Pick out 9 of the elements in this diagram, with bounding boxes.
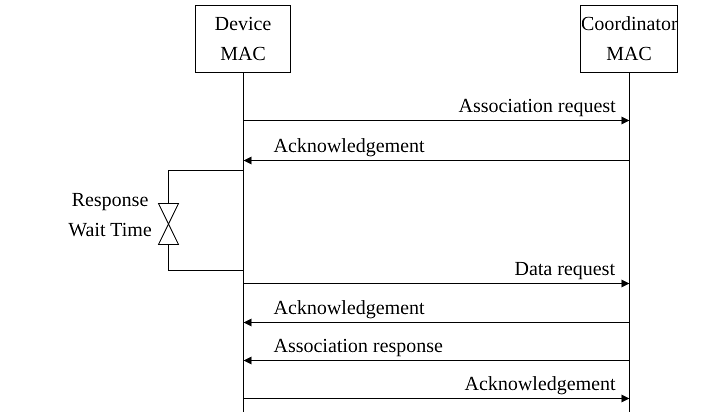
message-arrow [243, 156, 630, 164]
participant-box: Device MAC [195, 5, 291, 73]
message-arrow [243, 318, 630, 326]
message-arrow [243, 116, 630, 124]
participant-box: Coordinator MAC [580, 5, 678, 73]
message-arrow [243, 356, 630, 364]
duration-label: Response Wait Time [67, 188, 153, 243]
message-arrow [243, 280, 630, 288]
message-arrow [243, 394, 630, 402]
